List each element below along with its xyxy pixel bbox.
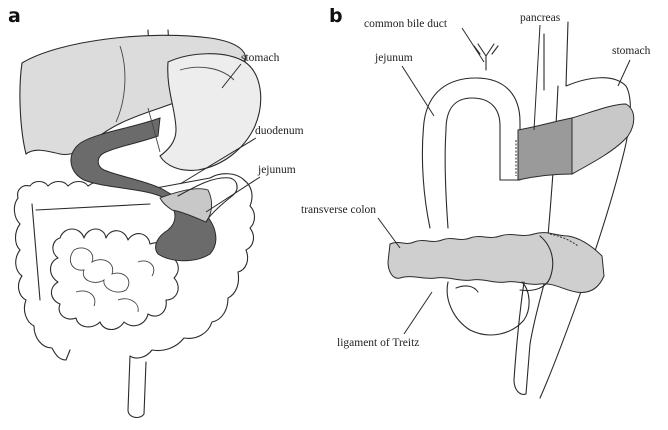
large-intestine <box>14 174 254 418</box>
leader-b-jejunum <box>402 66 434 116</box>
leader-b-colon <box>378 218 400 248</box>
panel-b: b common bile duct pancreas stomach jeju… <box>301 5 651 398</box>
leader-b-treitz <box>404 292 432 334</box>
label-b-jejunum: jejunum <box>374 52 413 64</box>
stomach <box>160 54 261 171</box>
label-b-transverse-colon: transverse colon <box>301 204 376 216</box>
pancreas-tail <box>572 104 634 174</box>
anastomosis-b-1 <box>500 140 520 180</box>
small-intestine-loops <box>70 248 153 312</box>
leader-b-stomach <box>618 60 630 86</box>
panel-b-letter: b <box>329 5 343 27</box>
common-bile-duct <box>474 44 498 70</box>
pancreas <box>518 118 572 180</box>
label-b-common-bile-duct: common bile duct <box>364 18 448 30</box>
label-b-ligament-of-treitz: ligament of Treitz <box>337 337 419 349</box>
label-a-duodenum: duodenum <box>255 125 304 137</box>
label-b-stomach: stomach <box>612 45 651 57</box>
jejunum-b <box>422 78 520 228</box>
label-a-jejunum: jejunum <box>257 164 296 176</box>
label-b-pancreas: pancreas <box>520 12 561 24</box>
treitz-curve <box>456 286 478 292</box>
stomach-b <box>540 22 630 398</box>
leader-b-cbd <box>462 28 484 62</box>
jejunum-lower <box>447 282 529 335</box>
label-a-stomach: stomach <box>241 52 280 64</box>
leader-b-pancreas <box>534 25 540 130</box>
panel-a-letter: a <box>8 5 21 27</box>
panel-a: a stomach duodenum jejunum <box>8 5 304 417</box>
